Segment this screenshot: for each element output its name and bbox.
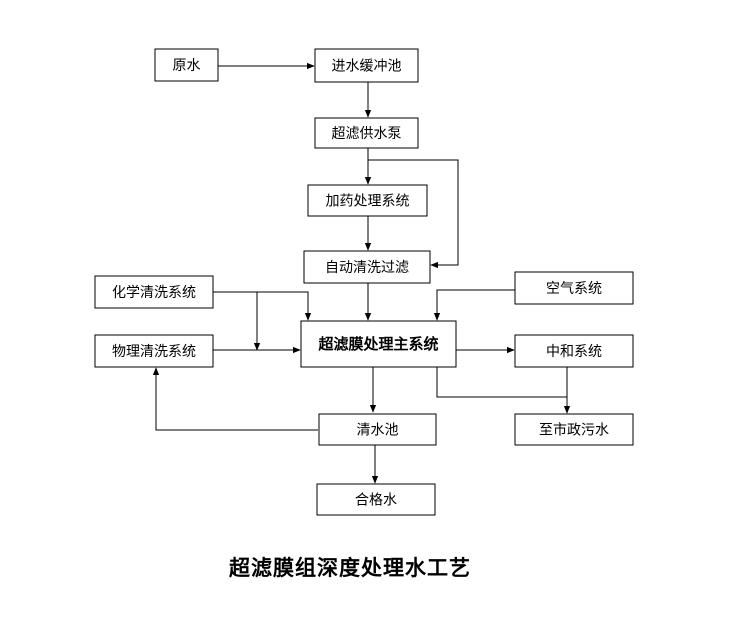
- node-dosing-system: 加药处理系统: [307, 184, 428, 217]
- node-neutralization-label: 中和系统: [546, 344, 602, 360]
- node-raw-water: 原水: [154, 48, 219, 82]
- node-auto-clean-filter: 自动清洗过滤: [303, 250, 431, 284]
- node-neutralization: 中和系统: [514, 334, 634, 368]
- node-to-municipal-sewage: 至市政污水: [514, 413, 634, 446]
- node-air-system: 空气系统: [514, 271, 634, 305]
- node-uf-feed-pump: 超滤供水泵: [314, 117, 419, 149]
- node-chemical-cleaning-label: 化学清洗系统: [112, 285, 196, 301]
- arrow-main-to-municipal: [436, 367, 571, 414]
- node-uf-main-system-label: 超滤膜处理主系统: [317, 335, 438, 353]
- node-chemical-cleaning: 化学清洗系统: [94, 275, 214, 309]
- node-physical-cleaning-label: 物理清洗系统: [112, 344, 196, 360]
- arrow-clean-tank-to-physical: [152, 367, 318, 431]
- node-clean-water-tank-label: 清水池: [357, 423, 399, 439]
- node-uf-feed-pump-label: 超滤供水泵: [332, 126, 402, 142]
- node-qualified-water: 合格水: [316, 483, 436, 516]
- node-to-municipal-sewage-label: 至市政污水: [539, 422, 609, 439]
- node-clean-water-tank: 清水池: [318, 413, 437, 446]
- node-inlet-buffer-tank: 进水缓冲池: [314, 48, 419, 83]
- node-raw-water-label: 原水: [173, 58, 201, 74]
- diagram-caption: 超滤膜组深度处理水工艺: [229, 555, 471, 580]
- node-uf-main-system: 超滤膜处理主系统: [300, 320, 457, 368]
- node-inlet-buffer-tank-label: 进水缓冲池: [332, 59, 402, 75]
- node-auto-clean-filter-label: 自动清洗过滤: [325, 260, 409, 276]
- arrow-chemical-to-main: [213, 291, 312, 321]
- node-air-system-label: 空气系统: [546, 281, 602, 297]
- node-qualified-water-label: 合格水: [355, 493, 397, 509]
- arrow-air-to-main: [433, 289, 515, 321]
- node-dosing-system-label: 加药处理系统: [326, 194, 410, 210]
- node-physical-cleaning: 物理清洗系统: [94, 334, 214, 368]
- arrow-pump-bypass-to-filter: [368, 159, 459, 269]
- connectors: [152, 62, 571, 484]
